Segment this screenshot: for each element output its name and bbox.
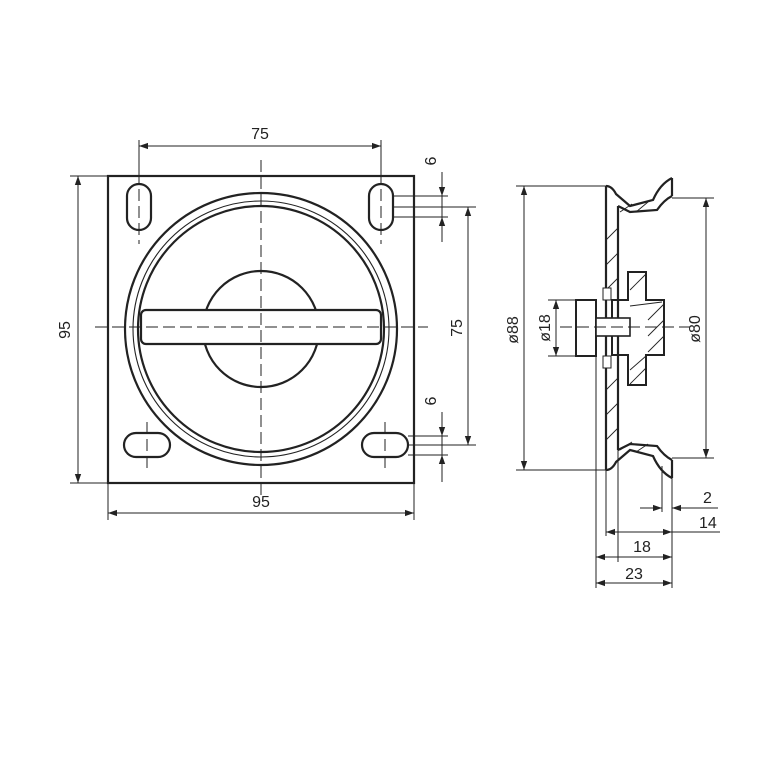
dim-text-hole-spacing: 75 — [251, 126, 269, 143]
cup-wall-inner — [617, 195, 673, 214]
dim-text-slot-bottom: 6 — [423, 396, 440, 405]
dim-text-hub-diameter: ø18 — [537, 314, 554, 342]
fastener-bottom — [602, 355, 612, 369]
outer-ring — [123, 191, 399, 467]
cup-wall-outer-bottom — [605, 448, 673, 479]
dim-text-inner-diameter: ø80 — [687, 315, 704, 343]
dim-text-plate-width: 95 — [252, 494, 270, 511]
dim-text-depth-18: 18 — [633, 539, 651, 556]
dim-text-hole-spacing-vertical: 75 — [449, 319, 466, 337]
dim-text-depth-14: 14 — [699, 515, 717, 532]
cup-wall-outer — [605, 177, 673, 208]
dim-text-plate-height: 95 — [57, 321, 74, 339]
dim-text-slot-top: 6 — [423, 156, 440, 165]
dim-text-flange: 2 — [703, 490, 712, 507]
fastener-top — [602, 287, 612, 301]
dim-text-outer-diameter: ø88 — [505, 316, 522, 344]
front-view: 75 95 95 75 6 6 — [57, 126, 476, 520]
side-view: ø88 ø18 ø80 2 14 18 23 — [505, 177, 720, 588]
spindle — [575, 299, 597, 357]
hub-section — [611, 271, 665, 386]
dim-text-total-depth: 23 — [625, 566, 643, 583]
cup-wall-inner-bottom — [617, 442, 673, 461]
